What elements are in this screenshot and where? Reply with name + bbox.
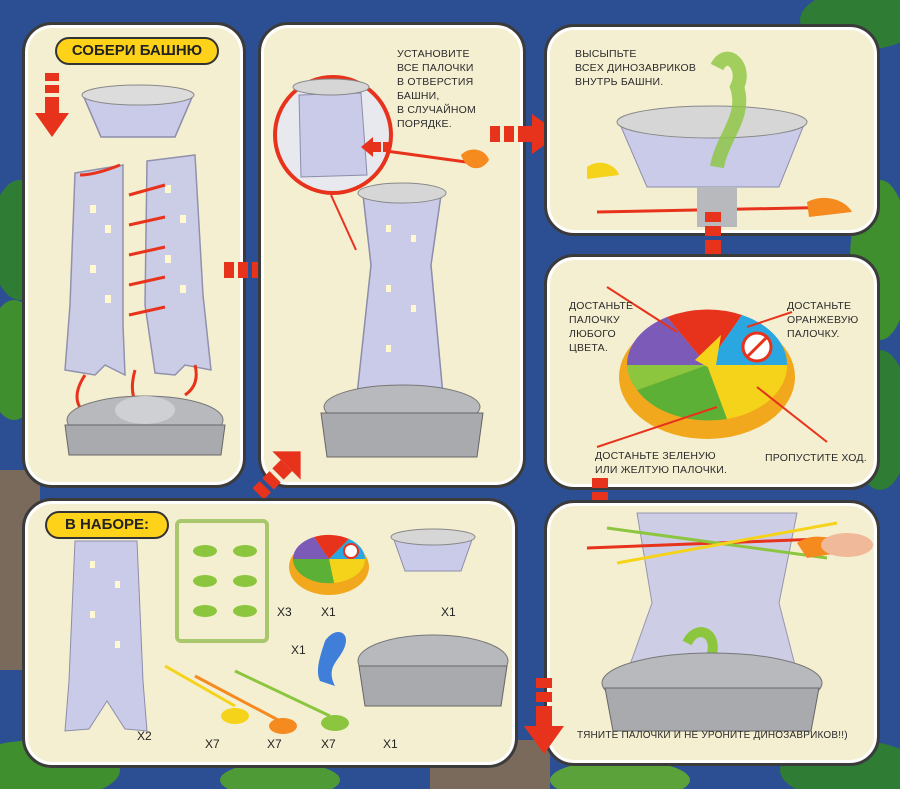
play-panel: ТЯНИТЕ ПАЛОЧКИ И НЕ УРОНИТЕ ДИНОЗАВРИКОВ… <box>544 500 880 766</box>
blue-dino <box>317 631 346 686</box>
spinner-orange-text: ДОСТАНЬТЕ ОРАНЖЕВУЮ ПАЛОЧКУ. <box>787 299 877 341</box>
qty-spinner: X1 <box>321 605 336 619</box>
play-text: ТЯНИТЕ ПАЛОЧКИ И НЕ УРОНИТЕ ДИНОЗАВРИКОВ… <box>577 730 848 741</box>
pour-dinos-illustration <box>587 51 852 227</box>
tower-top-piece <box>81 84 195 138</box>
orange-line-1: ДОСТАНЬТЕ <box>787 300 852 312</box>
tower-base <box>64 395 226 456</box>
tower-assembled <box>356 194 444 396</box>
pour-dinos-text: ВЫСЫПЬТЕ ВСЕХ ДИНОЗАВРИКОВ ВНУТРЬ БАШНИ. <box>575 47 725 89</box>
pour-line-1: ВЫСЫПЬТЕ <box>575 48 637 60</box>
any-line-3: ЛЮБОГО <box>569 328 616 340</box>
top-part <box>390 528 476 572</box>
insert-line-1: УСТАНОВИТЕ <box>397 48 470 60</box>
insert-sticks-text: УСТАНОВИТЕ ВСЕ ПАЛОЧКИ В ОТВЕРСТИЯ БАШНИ… <box>397 47 517 131</box>
tower-half-right <box>144 154 212 376</box>
pour-dinos-panel: ВЫСЫПЬТЕ ВСЕХ ДИНОЗАВРИКОВ ВНУТРЬ БАШНИ. <box>544 24 880 236</box>
spinner-part <box>289 534 369 595</box>
dino-frame <box>175 519 269 643</box>
qty-dino-frames: X3 <box>277 605 292 619</box>
insert-sticks-illustration <box>273 75 489 458</box>
spinner-any-color-text: ДОСТАНЬТЕ ПАЛОЧКУ ЛЮБОГО ЦВЕТА. <box>569 299 669 355</box>
any-line-4: ЦВЕТА. <box>569 342 608 354</box>
insert-line-6: ПОРЯДКЕ. <box>397 118 452 130</box>
arrow-down-3 <box>524 678 564 754</box>
sticks-part <box>164 664 331 723</box>
contents-title: В НАБОРЕ: <box>45 511 169 539</box>
contents-illustration <box>64 519 509 734</box>
assemble-title: СОБЕРИ БАШНЮ <box>55 37 219 65</box>
base-part <box>357 634 509 707</box>
qty-top: X1 <box>441 605 456 619</box>
insert-sticks-panel: УСТАНОВИТЕ ВСЕ ПАЛОЧКИ В ОТВЕРСТИЯ БАШНИ… <box>258 22 526 488</box>
insert-line-5: В СЛУЧАЙНОМ <box>397 104 476 116</box>
arrow-diagonal-up <box>252 451 301 500</box>
orange-line-2: ОРАНЖЕВУЮ <box>787 314 859 326</box>
contents-panel: В НАБОРЕ: X2 X3 X1 X1 X1 X7 X7 X7 X1 <box>22 498 518 768</box>
qty-tower: X2 <box>137 729 152 743</box>
play-illustration <box>586 512 873 732</box>
insert-line-4: БАШНИ, <box>397 90 440 102</box>
assemble-panel: СОБЕРИ БАШНЮ <box>22 22 246 488</box>
spinner-illustration <box>596 286 828 448</box>
qty-yellow-sticks: X7 <box>205 737 220 751</box>
tower-part <box>64 540 148 732</box>
pour-line-3: ВНУТРЬ БАШНИ. <box>575 76 664 88</box>
spinner-panel: ДОСТАНЬТЕ ПАЛОЧКУ ЛЮБОГО ЦВЕТА. ДОСТАНЬТ… <box>544 254 880 490</box>
any-line-1: ДОСТАНЬТЕ <box>569 300 634 312</box>
qty-base: X1 <box>383 737 398 751</box>
qty-green-sticks: X7 <box>321 737 336 751</box>
qty-blue-dino: X1 <box>291 643 306 657</box>
spinner-green-yellow-text: ДОСТАНЬТЕ ЗЕЛЕНУЮ ИЛИ ЖЕЛТУЮ ПАЛОЧКИ. <box>595 449 735 477</box>
assemble-illustration <box>35 73 226 456</box>
insert-line-2: ВСЕ ПАЛОЧКИ <box>397 62 474 74</box>
spinner-skip-text: ПРОПУСТИТЕ ХОД. <box>765 452 867 464</box>
qty-orange-sticks: X7 <box>267 737 282 751</box>
gy-line-2: ИЛИ ЖЕЛТУЮ ПАЛОЧКИ. <box>595 464 728 476</box>
any-line-2: ПАЛОЧКУ <box>569 314 620 326</box>
orange-line-3: ПАЛОЧКУ. <box>787 328 840 340</box>
gy-line-1: ДОСТАНЬТЕ ЗЕЛЕНУЮ <box>595 450 716 462</box>
pour-line-2: ВСЕХ ДИНОЗАВРИКОВ <box>575 62 697 74</box>
insert-line-3: В ОТВЕРСТИЯ <box>397 76 474 88</box>
